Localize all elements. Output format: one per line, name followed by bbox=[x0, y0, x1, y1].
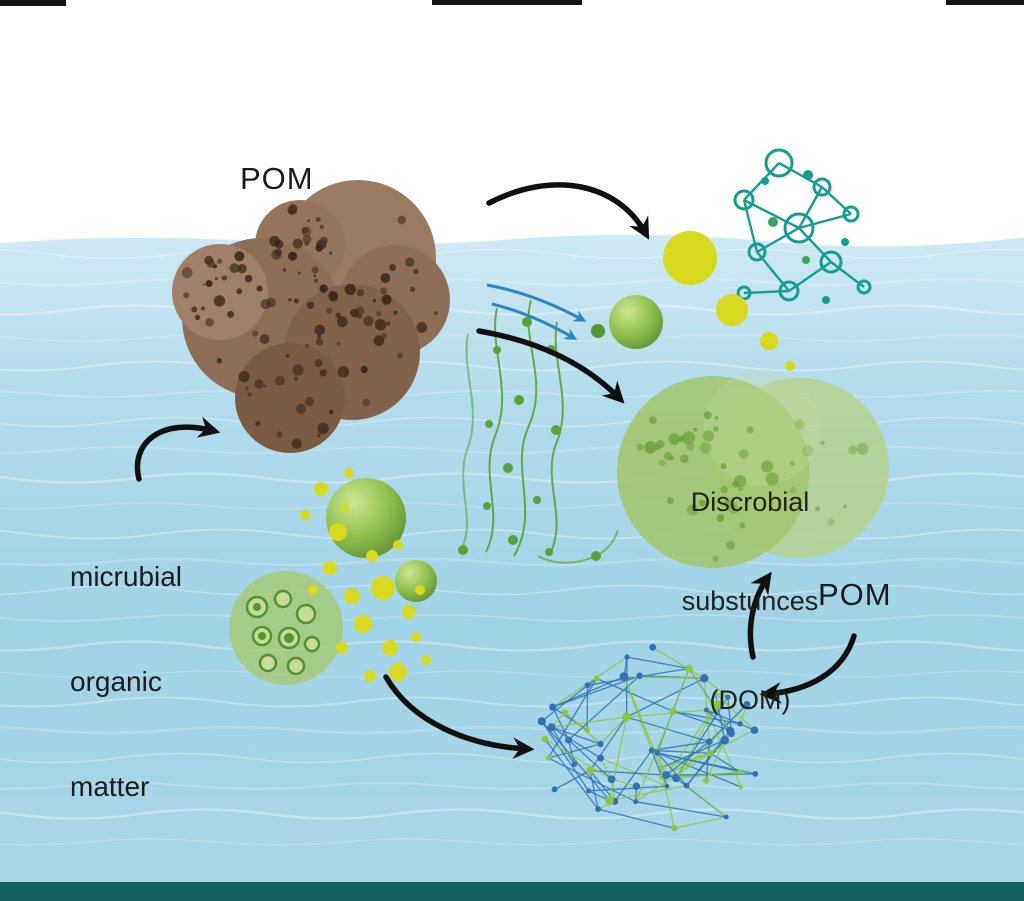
arrow-cell-to-network bbox=[383, 674, 535, 760]
yellow-particles-upper bbox=[663, 231, 795, 371]
arrow-pom-to-molecule bbox=[486, 182, 650, 240]
molecule-structure bbox=[733, 148, 872, 304]
dom-speckles bbox=[636, 411, 869, 562]
pom-particle-cluster bbox=[172, 180, 450, 453]
top-border-marks bbox=[0, 0, 1024, 6]
green-cell bbox=[229, 571, 343, 685]
stream-dots bbox=[458, 317, 605, 561]
arrow-network-to-dom bbox=[747, 571, 772, 660]
pom-speckles bbox=[181, 204, 438, 449]
arrow-pom-to-network bbox=[759, 633, 857, 704]
waterline bbox=[0, 231, 1024, 247]
green-sphere-large bbox=[326, 478, 406, 558]
arrow-pom-to-dom bbox=[476, 328, 625, 404]
green-streams bbox=[461, 299, 619, 564]
dom-blob bbox=[617, 370, 889, 568]
blue-flow-arrows bbox=[486, 283, 587, 340]
green-sphere-small bbox=[395, 560, 437, 602]
yellow-particles-mid bbox=[300, 468, 431, 682]
green-sphere-upper bbox=[609, 295, 663, 349]
bottom-bar bbox=[0, 882, 1024, 901]
microbial-network bbox=[537, 643, 759, 832]
cycle-arrows bbox=[134, 182, 857, 760]
arrow-microbial-to-pom bbox=[134, 416, 221, 482]
